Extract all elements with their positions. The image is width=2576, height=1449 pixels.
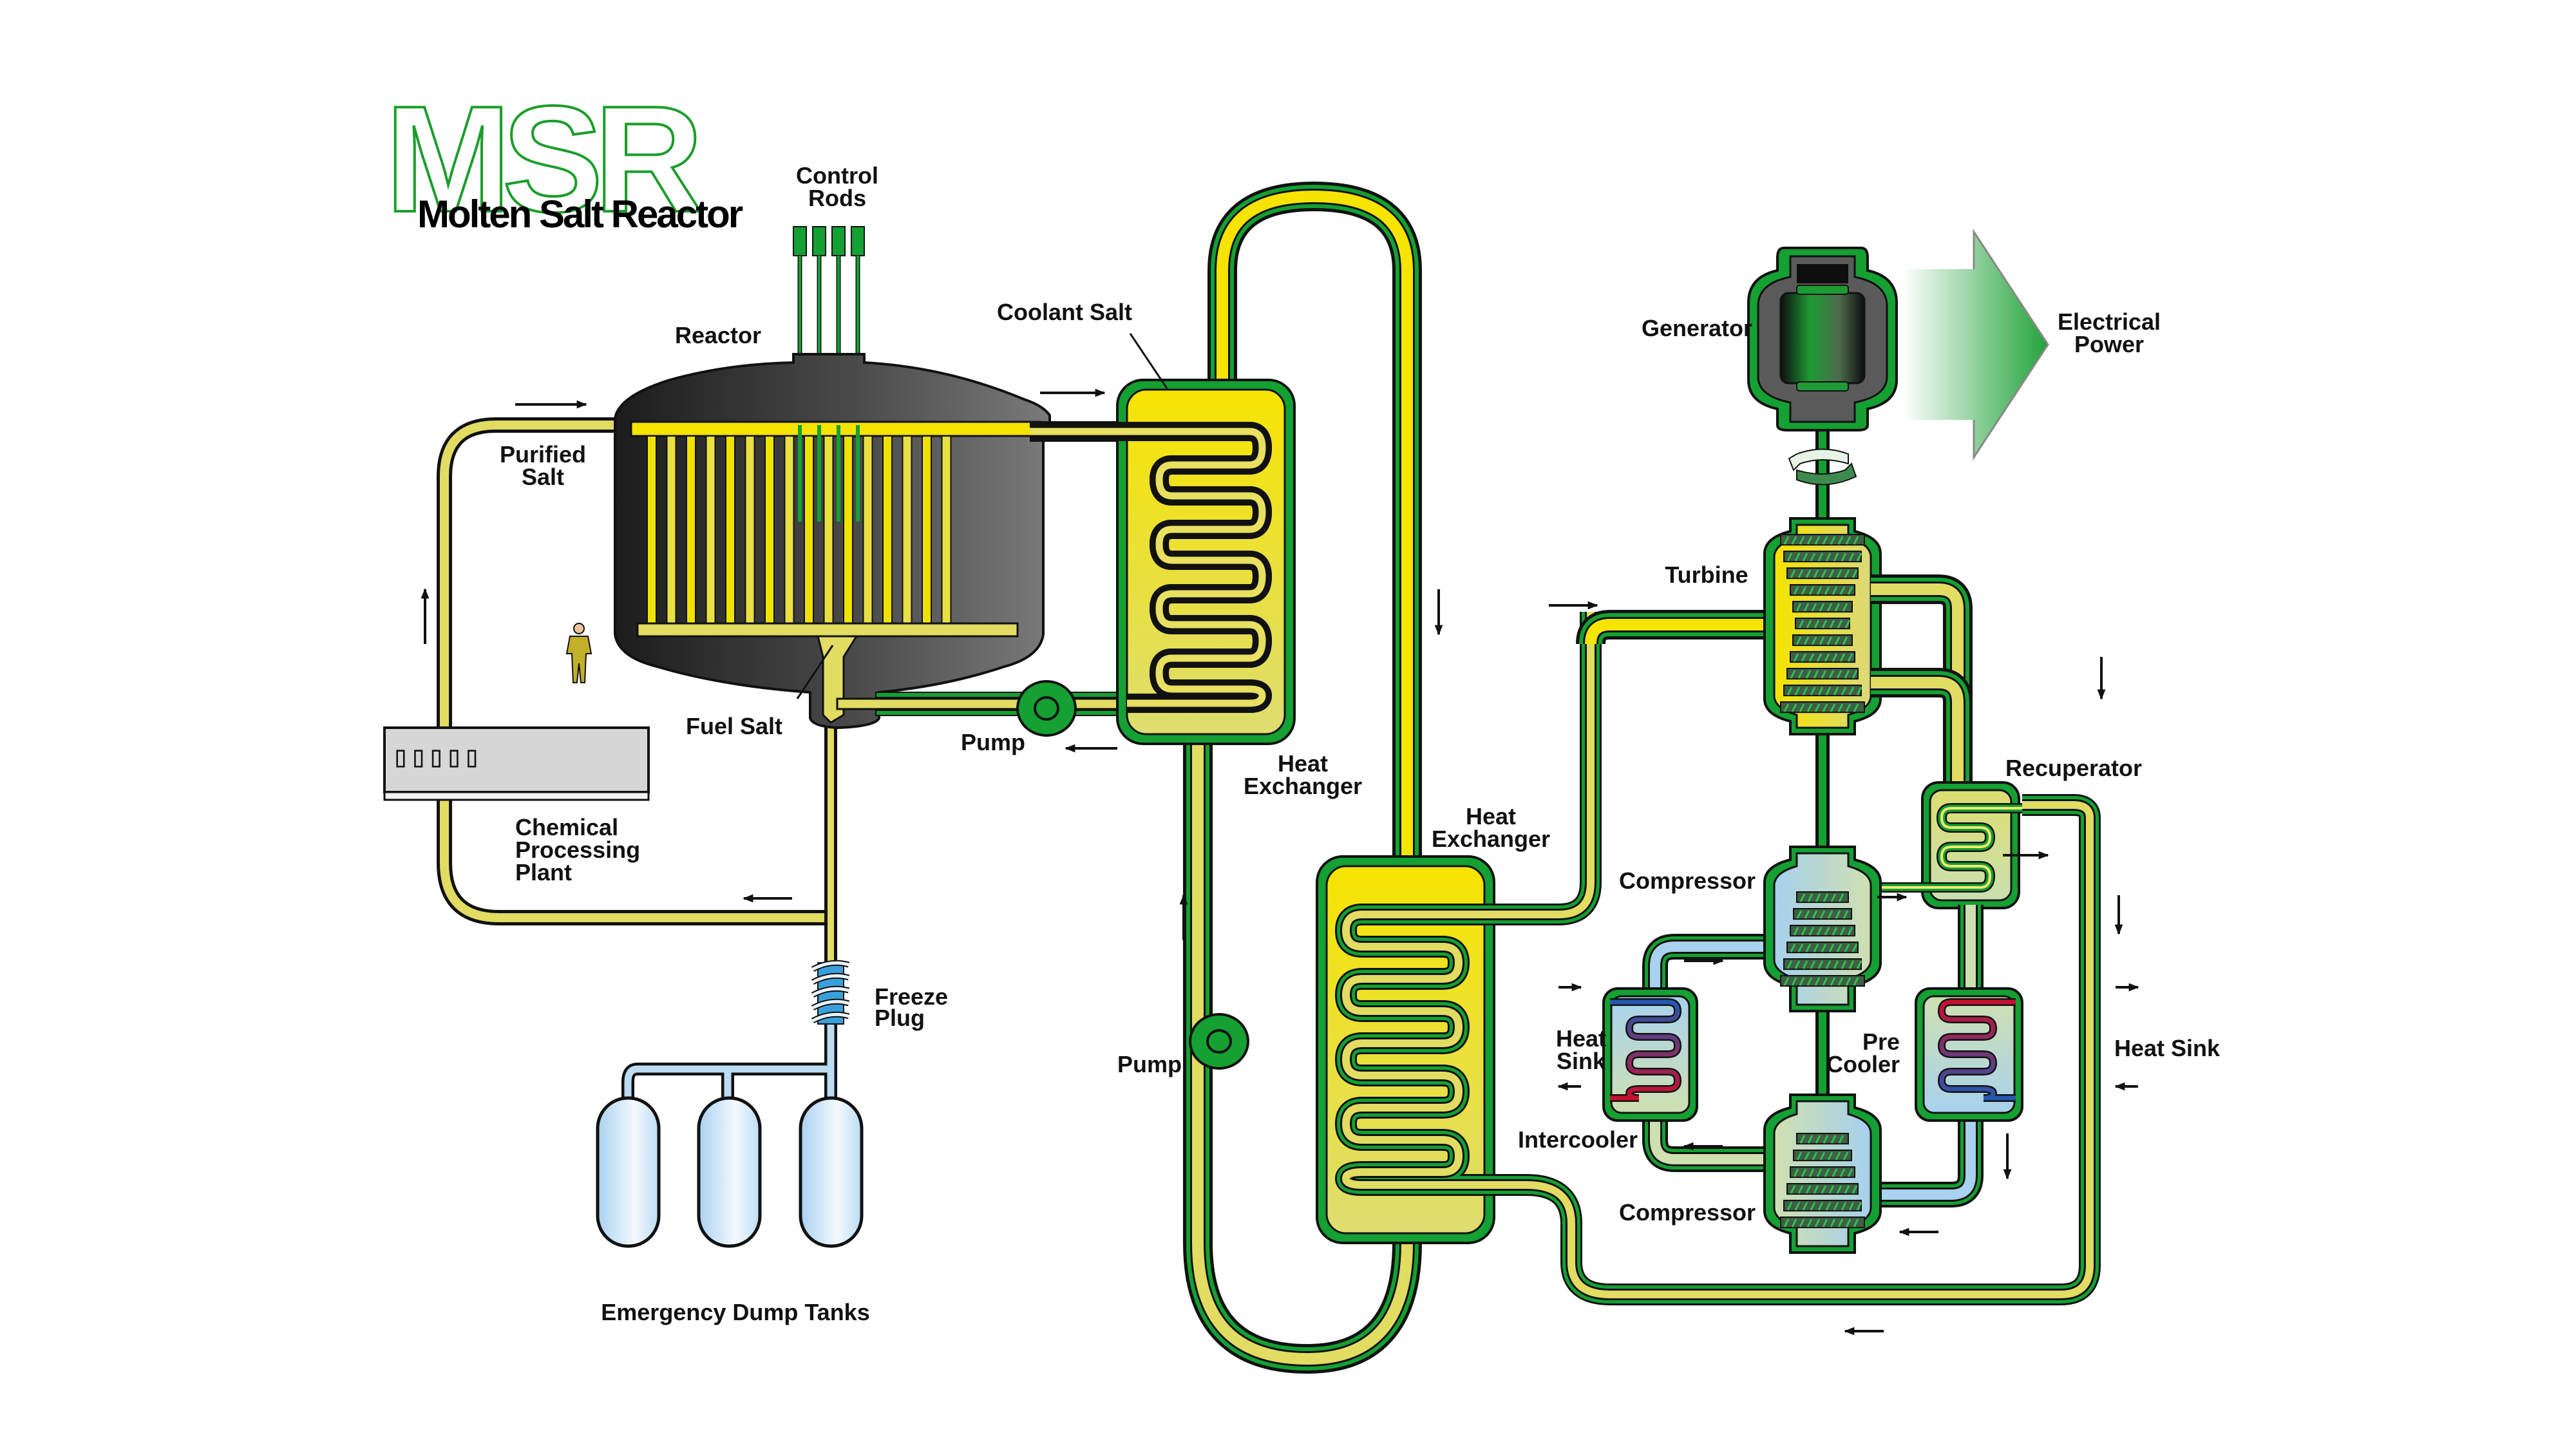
fuel-channel: [686, 435, 696, 625]
blade-row: [1790, 584, 1855, 596]
purified-salt-loop: [437, 417, 831, 925]
blade-row: [1790, 651, 1855, 663]
intercooler-pipes: [1642, 934, 1774, 1172]
label-pre-cooler-2: Cooler: [1826, 1051, 1900, 1077]
fuel-channel: [862, 435, 873, 625]
label-control-rods-2: Rods: [808, 185, 866, 211]
generator: [1747, 247, 1898, 431]
turbine-blades: [1780, 534, 1865, 714]
label-intercooler: Intercooler: [1518, 1126, 1638, 1153]
label-heat-sink-left-2: Sink: [1557, 1048, 1606, 1074]
compressor-lower: [1763, 1094, 1882, 1254]
label-generator: Generator: [1642, 315, 1752, 341]
fuel-channel: [744, 435, 755, 625]
label-fuel-salt: Fuel Salt: [686, 713, 782, 739]
fuel-channel: [843, 435, 853, 625]
compressor-upper: [1763, 846, 1882, 1012]
recuperator: [1871, 781, 2022, 909]
title-block: MSR Molten Salt Reactor: [384, 73, 745, 245]
electrical-power-arrow-icon: [1903, 232, 2048, 457]
compressor-lower-blades: [1780, 1133, 1865, 1229]
fuel-channel: [902, 435, 913, 625]
primary-pump-icon: [1016, 680, 1077, 737]
label-heat-exchanger-secondary-1: Heat: [1466, 803, 1516, 829]
fuel-channel: [804, 435, 814, 625]
title-acronym: MSR: [385, 74, 701, 243]
secondary-hx-coil: [1334, 610, 2101, 1305]
title-subtitle: Molten Salt Reactor: [417, 193, 743, 236]
label-pre-cooler-1: Pre: [1862, 1028, 1900, 1055]
label-purified-salt-1: Purified: [500, 441, 586, 468]
fuel-channel: [705, 435, 716, 625]
emergency-dump-tanks: [596, 1096, 864, 1248]
fuel-channel: [764, 435, 775, 625]
dump-system: [596, 721, 864, 1248]
label-chemical-1: Chemical: [515, 814, 618, 840]
secondary-heat-exchanger: [1316, 610, 2101, 1305]
dump-tank: [596, 1096, 661, 1248]
person-scale-icon: [565, 623, 592, 683]
label-pump-secondary: Pump: [1117, 1051, 1182, 1077]
fuel-channel: [882, 435, 893, 625]
label-freeze-plug-2: Plug: [875, 1005, 925, 1031]
secondary-pump-icon: [1189, 1013, 1249, 1070]
turbine-recuperator-pipes: [1871, 574, 1973, 786]
label-freeze-plug-1: Freeze: [875, 983, 948, 1010]
reactor-vessel: [565, 353, 1134, 730]
label-heat-exchanger-secondary-2: Exchanger: [1432, 826, 1550, 852]
label-compressor-upper: Compressor: [1619, 867, 1756, 894]
intercooler: [1546, 987, 1698, 1122]
dump-tank: [697, 1096, 762, 1248]
coolant-loop-tall: [1183, 181, 1422, 1374]
label-recuperator: Recuperator: [2005, 755, 2142, 781]
leader-lines: [796, 333, 1168, 699]
label-electrical-power-2: Power: [2074, 331, 2144, 357]
label-coolant-salt: Coolant Salt: [997, 299, 1132, 325]
fuel-channel: [666, 435, 677, 625]
label-turbine: Turbine: [1665, 562, 1748, 588]
fuel-channel: [647, 435, 657, 625]
freeze-plug: [811, 960, 850, 1025]
label-heat-sink-right: Heat Sink: [2114, 1035, 2221, 1061]
turbine: [1763, 517, 1882, 735]
dump-tank: [799, 1096, 864, 1248]
label-pump-primary: Pump: [961, 729, 1025, 755]
rotation-arrow-icon: [1788, 448, 1857, 486]
label-purified-salt-2: Salt: [522, 464, 564, 490]
label-heat-exchanger-primary-1: Heat: [1278, 750, 1328, 777]
label-heat-exchanger-primary-2: Exchanger: [1244, 773, 1362, 799]
label-chemical-3: Plant: [515, 859, 572, 886]
plant-glyphs: ▯▯▯▯▯: [392, 739, 480, 773]
fuel-channel: [725, 435, 735, 625]
label-electrical-power-1: Electrical: [2058, 308, 2161, 335]
chemical-processing-plant: ▯▯▯▯▯: [383, 726, 650, 801]
control-rods: [793, 226, 865, 361]
label-chemical-2: Processing: [515, 837, 640, 863]
label-reactor: Reactor: [675, 322, 761, 348]
blade-row: [1790, 1166, 1855, 1179]
fuel-channel: [922, 435, 932, 625]
label-control-rods-1: Control: [796, 162, 878, 189]
label-compressor-lower: Compressor: [1619, 1199, 1756, 1226]
blade-row: [1790, 925, 1855, 937]
label-heat-sink-left-1: Heat: [1556, 1025, 1606, 1052]
pre-cooler: [1915, 987, 2141, 1122]
flow-arrows: [421, 388, 2139, 1336]
fuel-channels: [647, 435, 952, 625]
fuel-channel: [941, 435, 952, 625]
primary-heat-exchanger: [1030, 379, 1296, 745]
precooler-compressor-pipe: [1871, 1117, 1984, 1208]
label-emergency-dump-tanks: Emergency Dump Tanks: [601, 1299, 869, 1325]
fuel-channel: [784, 435, 795, 625]
compressor-upper-blades: [1780, 891, 1865, 987]
labels: Control Rods Reactor Coolant Salt Purifi…: [500, 162, 2221, 1325]
fuel-channel: [823, 435, 834, 625]
